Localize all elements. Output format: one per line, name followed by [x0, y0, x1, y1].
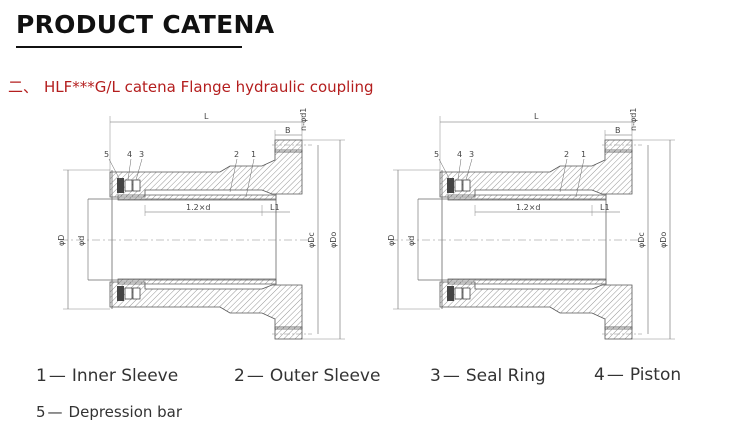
dim-label-L: L: [534, 112, 539, 121]
dim-label-length: 1.2×d: [516, 203, 541, 212]
legend-number: 5: [36, 403, 46, 421]
legend-item-seal-ring: 3—Seal Ring: [430, 366, 546, 386]
section-subtitle: 二、 HLF***G/L catena Flange hydraulic coup…: [8, 76, 374, 97]
dim-label-D: φD: [57, 235, 66, 246]
legend-item-inner-sleeve: 1—Inner Sleeve: [36, 366, 178, 386]
page-title: PRODUCT CATENA: [16, 10, 275, 39]
dim-label-nd1: n-φd1: [299, 108, 308, 131]
legend-text: Seal Ring: [465, 366, 546, 386]
legend-dash: —: [47, 403, 63, 421]
dim-label-B: B: [285, 126, 291, 135]
dim-label-Do: φDo: [659, 232, 668, 248]
callout-1: 1: [581, 150, 586, 159]
dim-label-D: φD: [387, 235, 396, 246]
callout-2: 2: [564, 150, 569, 159]
callout-4: 4: [457, 150, 462, 159]
dim-label-B: B: [615, 126, 621, 135]
dim-label-d: φd: [77, 236, 86, 246]
callout-4: 4: [127, 150, 132, 159]
legend-number: 3: [430, 366, 441, 386]
legend-dash: —: [606, 365, 624, 385]
legend-number: 4: [594, 365, 605, 385]
coupling-drawing-left: L B n-φd1 φD φd φDc φDo 1.2×d L1 5 4 3 2…: [57, 108, 346, 340]
legend-text: Depression bar: [68, 403, 183, 421]
section-number: 二、: [8, 78, 39, 96]
page-header: PRODUCT CATENA: [16, 6, 274, 48]
dim-label-Do: φDo: [329, 232, 338, 248]
legend-item-depression-bar: 5— Depression bar: [36, 403, 182, 421]
dim-label-L: L: [204, 112, 209, 121]
section-title: HLF***G/L catena Flange hydraulic coupli…: [44, 78, 374, 96]
dim-label-L1: L1: [270, 203, 280, 212]
dim-label-Dc: φDc: [307, 232, 316, 248]
legend-text: Outer Sleeve: [269, 366, 381, 386]
legend-text: Inner Sleeve: [71, 366, 179, 386]
legend-number: 2: [234, 366, 245, 386]
dim-label-d: φd: [407, 236, 416, 246]
legend-item-outer-sleeve: 2—Outer Sleeve: [234, 366, 380, 386]
dim-label-nd1: n-φd1: [629, 108, 638, 131]
legend-item-piston: 4—Piston: [594, 365, 681, 385]
dim-label-L1: L1: [600, 203, 610, 212]
legend-dash: —: [442, 366, 460, 386]
dim-label-Dc: φDc: [637, 232, 646, 248]
dim-label-length: 1.2×d: [186, 203, 211, 212]
legend-number: 1: [36, 366, 47, 386]
callout-2: 2: [234, 150, 239, 159]
callout-5: 5: [434, 150, 439, 159]
legend-text: Piston: [629, 365, 682, 385]
callout-3: 3: [469, 150, 474, 159]
callout-5: 5: [104, 150, 109, 159]
coupling-drawing-right: L B n-φd1 φD φd φDc φDo 1.2×d L1 5 4 3 2…: [387, 108, 676, 340]
callout-1: 1: [251, 150, 256, 159]
legend-dash: —: [246, 366, 264, 386]
title-underline: [16, 46, 242, 48]
legend-dash: —: [48, 366, 66, 386]
callout-3: 3: [139, 150, 144, 159]
